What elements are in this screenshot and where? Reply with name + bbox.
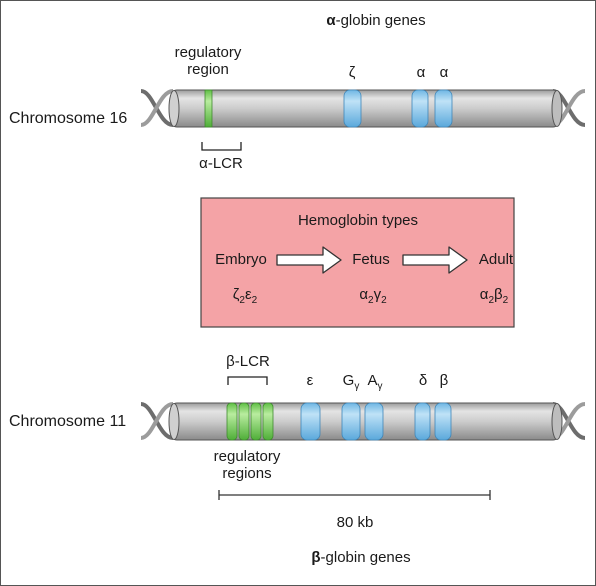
chromosome-11 xyxy=(140,376,586,441)
chr16-alpha2-gene xyxy=(411,89,429,128)
chr11-delta-gene xyxy=(414,402,431,441)
chr16-alpha1-gene xyxy=(434,89,453,128)
gene-label-beta: β xyxy=(439,372,449,389)
stage-fetus: Fetus xyxy=(352,251,390,268)
alpha-lcr-bracket xyxy=(201,142,242,151)
chr11-beta-gene xyxy=(434,402,452,441)
chr11-left-helix xyxy=(140,402,174,440)
gene-label-alpha2: α xyxy=(416,64,426,81)
chr11-regulatory-label: regulatory regions xyxy=(213,448,281,482)
formula-fetus: α2γ2 xyxy=(359,286,387,306)
chr16-regulatory-label: regulatory region xyxy=(174,44,242,78)
beta-globin-title: β-globin genes xyxy=(311,549,411,566)
gene-label-epsilon: ε xyxy=(306,372,314,389)
alpha-lcr-label: α-LCR xyxy=(199,155,243,172)
chr11-a-gamma-gene xyxy=(364,402,384,441)
gene-label-a-gamma: Aγ xyxy=(367,372,383,392)
scale-bar-label: 80 kb xyxy=(336,514,374,531)
scale-bar xyxy=(218,490,491,500)
gene-label-g-gamma: Gγ xyxy=(342,372,360,392)
chr16-left-helix xyxy=(140,89,174,127)
gene-label-alpha1: α xyxy=(439,64,449,81)
arrow-embryo-fetus xyxy=(276,246,342,274)
beta-lcr-bracket xyxy=(227,376,268,385)
beta-lcr-label: β-LCR xyxy=(226,353,270,370)
stage-embryo: Embryo xyxy=(215,251,267,268)
chr16-zeta-gene xyxy=(343,89,362,128)
chromosome-11-label: Chromosome 11 xyxy=(9,413,127,430)
alpha-globin-title: α-globin genes xyxy=(326,12,426,29)
chromosome-16-label: Chromosome 16 xyxy=(9,110,128,127)
gene-label-zeta: ζ xyxy=(348,64,356,81)
formula-adult: α2β2 xyxy=(479,286,509,306)
chr16-regulatory-region xyxy=(204,89,213,128)
chromosome-16 xyxy=(140,89,586,151)
formula-embryo: ζ2ε2 xyxy=(232,286,258,306)
stage-adult: Adult xyxy=(478,251,514,268)
chr11-g-gamma-gene xyxy=(341,402,361,441)
arrow-fetus-adult xyxy=(402,246,468,274)
hemoglobin-box xyxy=(200,197,515,328)
hemoglobin-types-title: Hemoglobin types xyxy=(297,212,419,229)
chr11-regulatory-regions xyxy=(226,402,274,441)
chr16-body xyxy=(170,89,560,128)
gene-label-delta: δ xyxy=(418,372,428,389)
chr11-epsilon-gene xyxy=(300,402,321,441)
